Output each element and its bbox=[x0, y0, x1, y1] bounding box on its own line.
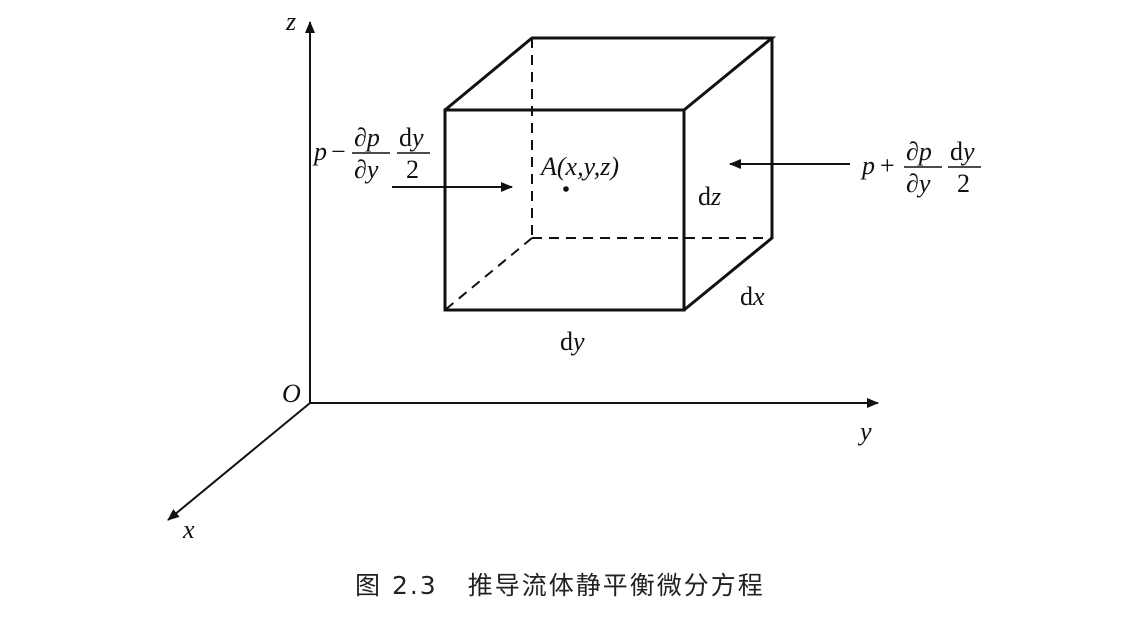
left-minus-sign: − bbox=[331, 137, 346, 166]
hidden-edge-depth bbox=[444, 237, 533, 311]
right-frac-numerator: dy bbox=[950, 137, 975, 166]
right-pressure-expression: p + ∂p ∂y dy 2 bbox=[860, 137, 981, 198]
right-partial-denominator: ∂y bbox=[906, 169, 931, 198]
cube-top-face bbox=[444, 36, 777, 112]
cube-right-face bbox=[683, 38, 774, 312]
x-axis bbox=[167, 402, 311, 521]
point-a-dot bbox=[563, 186, 569, 192]
right-plus-sign: + bbox=[880, 151, 895, 180]
dz-label: dz bbox=[698, 182, 721, 211]
right-p-symbol: p bbox=[860, 151, 875, 180]
cube-visible-edges bbox=[443, 36, 777, 312]
y-axis-label: y bbox=[857, 417, 872, 446]
left-partial-denominator: ∂y bbox=[354, 155, 379, 184]
z-axis-label: z bbox=[285, 7, 296, 36]
origin-label: O bbox=[282, 379, 301, 408]
left-partial-numerator: ∂p bbox=[354, 123, 380, 152]
cube-hidden-edges bbox=[444, 38, 772, 311]
right-frac-denominator: 2 bbox=[957, 169, 970, 198]
left-p-symbol: p bbox=[312, 137, 327, 166]
dy-label: dy bbox=[560, 327, 585, 356]
left-frac-denominator: 2 bbox=[406, 155, 419, 184]
caption-text: 推导流体静平衡微分方程 bbox=[468, 571, 765, 600]
point-a-label: A(x,y,z) bbox=[539, 152, 619, 181]
figure-caption: 图 2.3 推导流体静平衡微分方程 bbox=[355, 571, 765, 600]
cube-front-face bbox=[443, 108, 686, 312]
right-partial-numerator: ∂p bbox=[906, 137, 932, 166]
dx-label: dx bbox=[740, 282, 765, 311]
left-pressure-expression: p − ∂p ∂y dy 2 bbox=[312, 123, 430, 184]
x-axis-label: x bbox=[182, 515, 195, 544]
left-frac-numerator: dy bbox=[399, 123, 424, 152]
caption-number: 图 2.3 bbox=[355, 571, 438, 600]
